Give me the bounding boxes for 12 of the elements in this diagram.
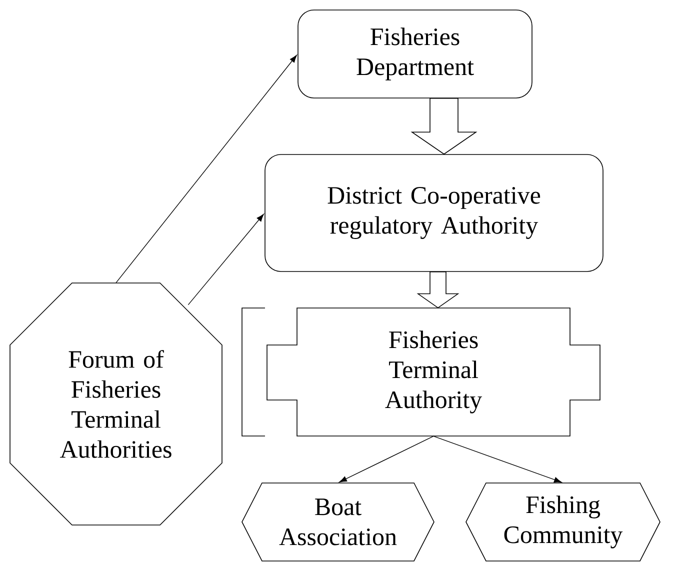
- hexagon-node: Boat Association: [242, 482, 434, 562]
- arrow: [188, 214, 264, 306]
- cross-shaped-box: Fisheries Terminal Authority: [266, 308, 600, 436]
- arrow: [433, 436, 562, 483]
- block-arrow: [416, 272, 460, 308]
- process-box: District Co-operative regulatory Authority: [264, 154, 604, 272]
- process-box: Fisheries Department: [298, 10, 532, 98]
- block-arrow: [410, 98, 478, 155]
- hexagon-node: Fishing Community: [466, 482, 660, 562]
- arrow: [116, 54, 297, 284]
- octagon-node: Forum of Fisheries Terminal Authorities: [10, 282, 222, 526]
- arrow: [339, 436, 434, 482]
